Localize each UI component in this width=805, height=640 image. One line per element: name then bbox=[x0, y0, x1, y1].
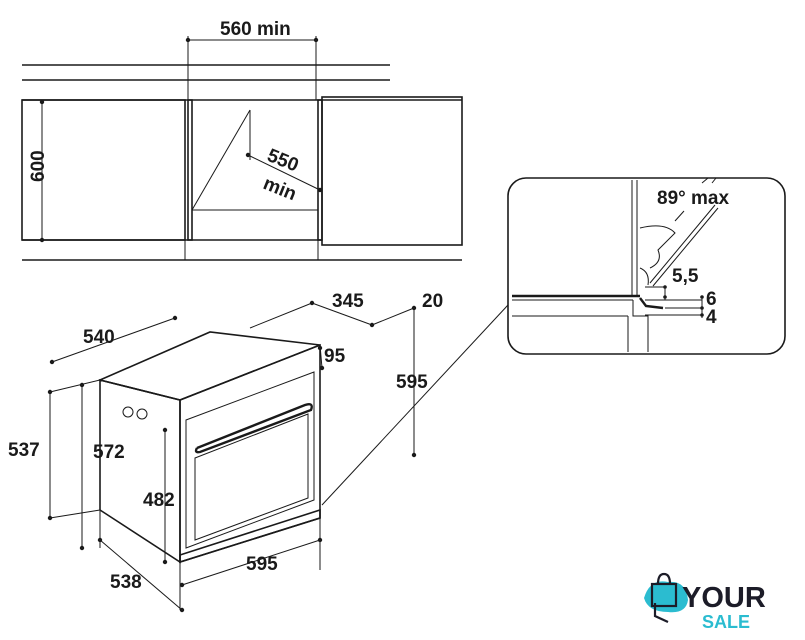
detail-gap-5-5: 5,5 bbox=[672, 266, 699, 287]
detail-view bbox=[507, 177, 786, 355]
detail-angle-label: 89° max bbox=[657, 188, 729, 209]
logo-your: YOUR bbox=[682, 582, 766, 614]
dim-20: 20 bbox=[422, 291, 443, 312]
dim-550: 550 bbox=[264, 145, 301, 176]
dim-min: min bbox=[260, 173, 299, 205]
dim-95: 95 bbox=[324, 346, 346, 367]
dim-482: 482 bbox=[143, 490, 175, 511]
dim-560-min: 560 min bbox=[220, 19, 291, 40]
dim-537: 537 bbox=[8, 440, 40, 461]
dim-600: 600 bbox=[28, 150, 49, 182]
dim-595-height: 595 bbox=[396, 372, 428, 393]
cabinet-view bbox=[21, 36, 463, 261]
oven-view bbox=[47, 300, 509, 613]
dim-595-width: 595 bbox=[246, 554, 278, 575]
dim-538: 538 bbox=[110, 572, 142, 593]
dim-540: 540 bbox=[83, 327, 115, 348]
dim-345: 345 bbox=[332, 291, 364, 312]
your-sale-logo: YOUR SALE bbox=[644, 572, 766, 632]
detail-gap-4: 4 bbox=[706, 307, 717, 328]
logo-sale: SALE bbox=[702, 612, 750, 632]
detail-gap-6: 6 bbox=[706, 289, 717, 310]
dim-572: 572 bbox=[93, 442, 125, 463]
